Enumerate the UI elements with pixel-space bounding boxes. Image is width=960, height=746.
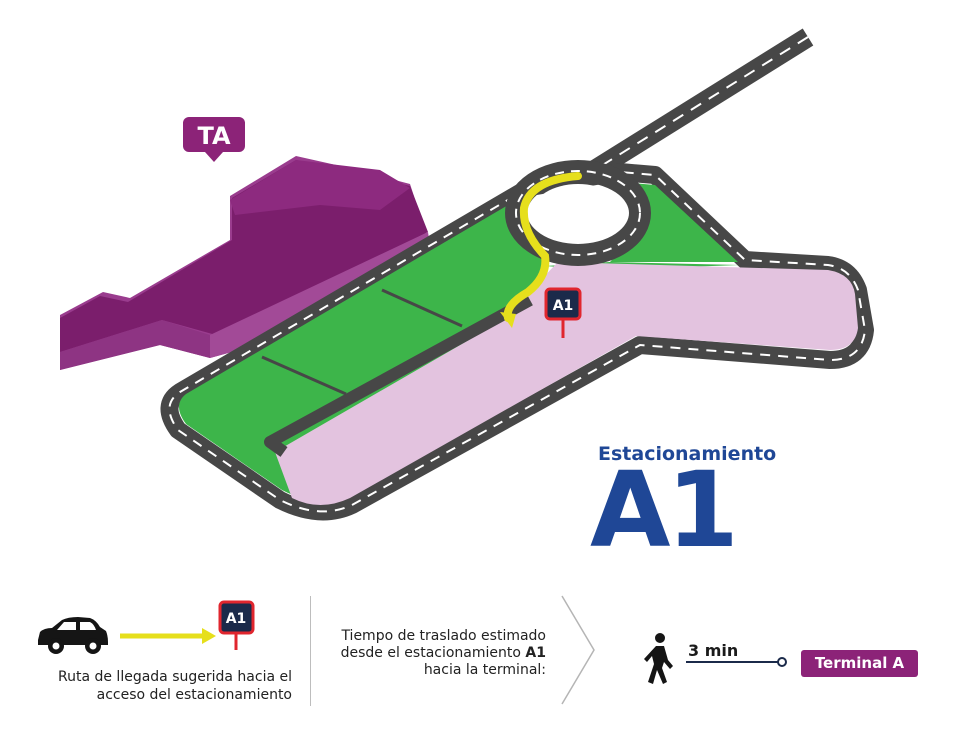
time-caption: Tiempo de traslado estimado desde el est… (320, 628, 546, 679)
terminal-marker: TA (183, 117, 245, 162)
parking-sign-icon: A1 (218, 600, 255, 650)
parking-sign-icon: A1 (544, 287, 582, 338)
time-caption-suffix: hacia la terminal: (423, 662, 546, 678)
walk-time: 3 min (688, 641, 739, 660)
suggested-route (500, 172, 582, 328)
parking-marker-label: A1 (553, 298, 574, 314)
parking-subtitle: Estacionamiento (598, 443, 777, 465)
parking-map: TA A1 (60, 28, 874, 521)
parking-lot (275, 262, 858, 505)
chevron-right-icon (561, 595, 595, 705)
road-network (160, 28, 874, 521)
legend-divider (310, 596, 311, 706)
internal-road (261, 288, 533, 457)
parking-code: A1 (590, 449, 739, 571)
legend-sign-label: A1 (226, 611, 247, 627)
arrow-right-icon (120, 628, 216, 644)
time-caption-code: A1 (525, 645, 546, 661)
route-caption: Ruta de llegada sugerida hacia el acceso… (57, 669, 292, 703)
car-icon (38, 617, 108, 654)
legend: A1 (38, 595, 787, 705)
terminal-label: Terminal A (801, 650, 918, 677)
roundabout (505, 160, 651, 266)
time-caption-prefix: Tiempo de traslado estimado desde el est… (340, 628, 546, 661)
terminal-marker-label: TA (197, 122, 231, 150)
walking-person-icon (644, 633, 673, 684)
